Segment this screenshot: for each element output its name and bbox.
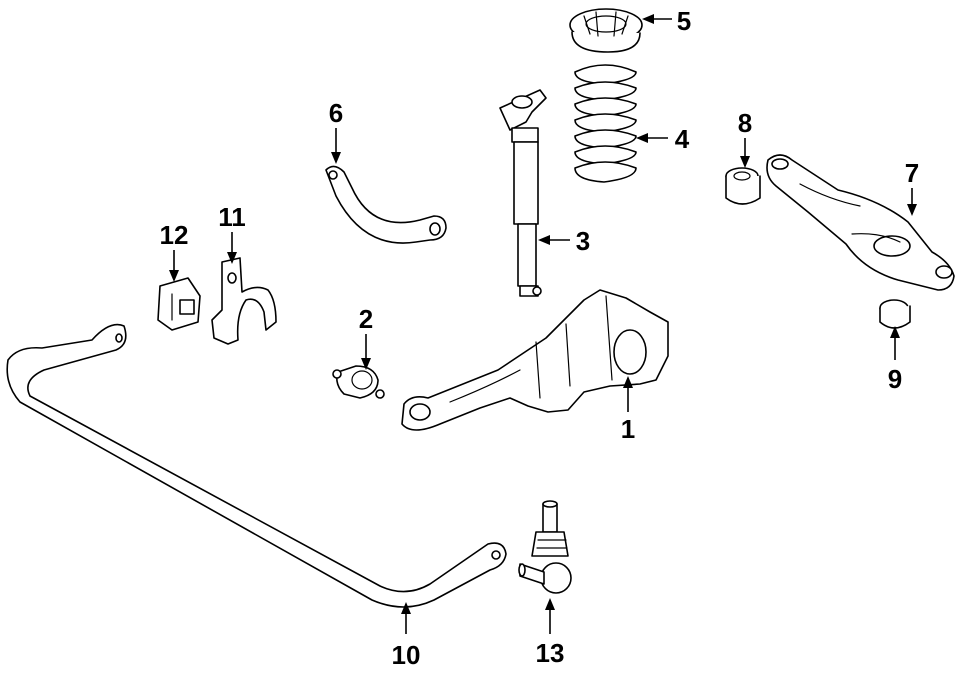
- stabilizer-bar-part: [6, 323, 507, 608]
- stabilizer-link-part: [518, 500, 572, 594]
- stabilizer-bushing-part: [157, 277, 201, 331]
- callout-labels: 1 2 3 4 5 6 7 8 9 10 11 12 13: [160, 6, 920, 670]
- callout-12[interactable]: 12: [160, 220, 189, 250]
- trailing-arm-part: [401, 289, 669, 431]
- callout-3[interactable]: 3: [576, 226, 590, 256]
- spring-insulator-part: [569, 8, 643, 53]
- upper-control-arm-part: [325, 165, 447, 244]
- bushing-lower-part: [879, 299, 911, 329]
- lower-control-arm-part: [766, 154, 955, 291]
- callout-7[interactable]: 7: [905, 158, 919, 188]
- coil-spring-part: [574, 64, 637, 183]
- callout-13[interactable]: 13: [536, 638, 565, 668]
- callout-6[interactable]: 6: [329, 98, 343, 128]
- callout-8[interactable]: 8: [738, 108, 752, 138]
- callout-5[interactable]: 5: [677, 6, 691, 36]
- trailing-arm-bushing-part: [332, 365, 385, 399]
- callout-10[interactable]: 10: [392, 640, 421, 670]
- callout-11[interactable]: 11: [218, 202, 246, 232]
- leader-lines: [169, 14, 917, 634]
- shock-absorber-part: [499, 89, 547, 297]
- callout-1[interactable]: 1: [621, 414, 635, 444]
- callout-2[interactable]: 2: [359, 304, 373, 334]
- bushing-upper-part: [725, 167, 761, 205]
- callout-9[interactable]: 9: [888, 364, 902, 394]
- stabilizer-bracket-part: [211, 257, 277, 345]
- callout-4[interactable]: 4: [675, 124, 690, 154]
